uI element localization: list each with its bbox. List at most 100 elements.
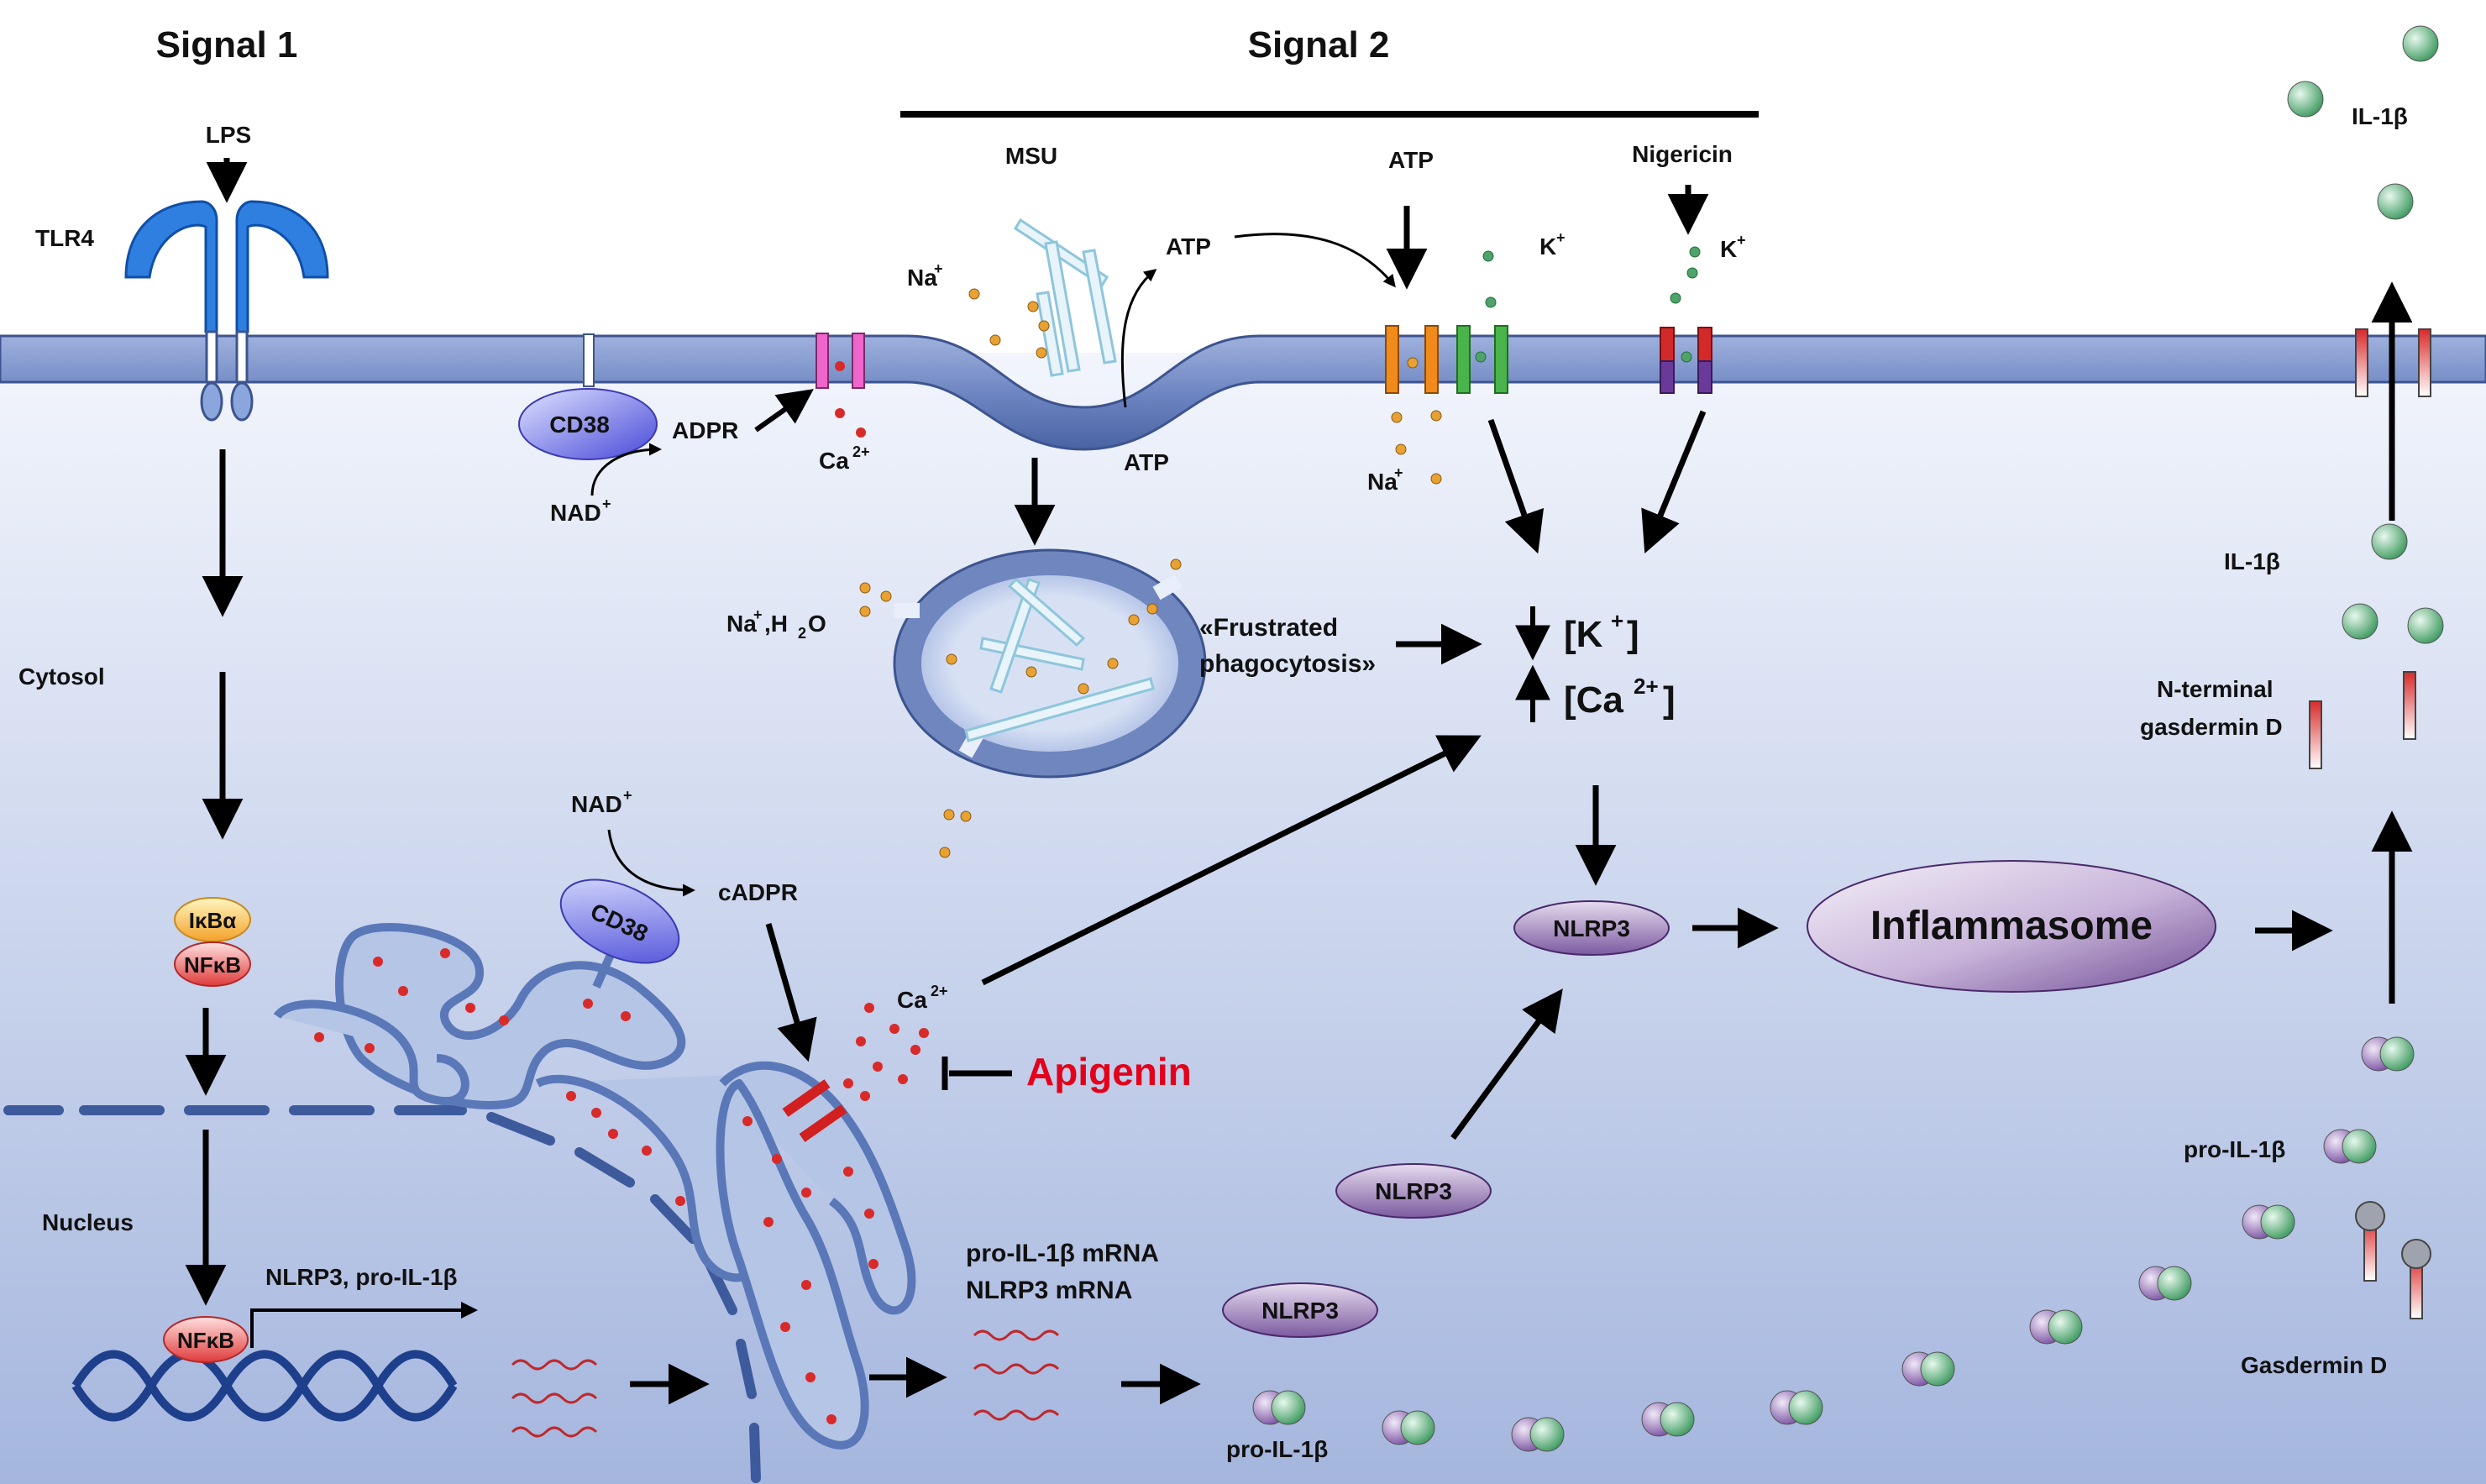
na-msu-sup: + [934, 260, 943, 277]
nad-er-label: NAD [571, 791, 622, 817]
ikba-label: IκBα [189, 908, 236, 933]
transcription-arrow [250, 1302, 478, 1348]
nigericin-label: Nigericin [1632, 141, 1733, 167]
inflammasome-complex [1807, 860, 2216, 993]
nucleus-label: Nucleus [42, 1209, 134, 1235]
lps-label: LPS [206, 122, 251, 148]
il1b-top-label: IL-1β [2352, 103, 2408, 129]
transcription-label: NLRP3, pro-IL-1β [265, 1264, 458, 1290]
n-terminal-gasdermin-icon [2309, 671, 2416, 769]
frustrated-label-1: «Frustrated [1199, 614, 1338, 642]
na-atp-sup: + [1394, 464, 1403, 481]
atp-release-arrow [1120, 269, 1157, 408]
nad-membrane-label: NAD [550, 500, 601, 526]
k-concentration-sup: + [1611, 608, 1623, 633]
h2o-o-label: O [808, 611, 826, 637]
p2x7-ion-channel-icon [1385, 325, 1508, 394]
cd38-membrane-stalk [583, 333, 595, 387]
nigericin-ion-channel-icon [1660, 327, 1712, 394]
apigenin-label: Apigenin [1026, 1050, 1192, 1093]
nlrp3-low-label: NLRP3 [1261, 1298, 1339, 1324]
tlr4-receptor-icon [124, 200, 329, 422]
nlrp3-top-protein [1513, 900, 1670, 956]
ca-concentration-close: ] [1663, 679, 1676, 721]
cd38-membrane-label: CD38 [549, 412, 610, 438]
cadpr-label: cADPR [718, 879, 798, 905]
ca-concentration-sup: 2+ [1634, 674, 1659, 699]
h2o-sub: 2 [798, 625, 806, 642]
nfkb-dna-protein [163, 1316, 249, 1363]
cd38-er-protein [559, 878, 680, 964]
h2o-label: ,H [764, 611, 788, 637]
cd38-membrane-protein [518, 388, 658, 460]
nad-membrane-arrow [590, 443, 662, 496]
trpm2-calcium-dots [835, 361, 866, 438]
na-atp-label: Na [1367, 469, 1398, 495]
k-concentration-label: [K [1564, 614, 1603, 655]
nfkb-label: NFκB [184, 952, 241, 978]
p2x7-to-ion-arrow [1487, 418, 1545, 554]
er-organelle-icon [273, 923, 916, 1450]
cadpr-arrow [607, 829, 695, 897]
phagosome-sodium-dots [859, 558, 1182, 858]
secreted-il1b-sphere-icon [2287, 25, 2439, 220]
pro-il1b-bottom-label: pro-IL-1β [1226, 1436, 1328, 1462]
mrna-wave-icon [511, 1359, 598, 1438]
nigericin-potassium-dots [1670, 246, 1701, 363]
nuclear-envelope [3, 1105, 761, 1483]
k-nig-label: K [1720, 236, 1737, 262]
mrna-label-2: NLRP3 mRNA [966, 1277, 1132, 1304]
k-atp-label: K [1539, 233, 1556, 260]
gasdermin-d-label: Gasdermin D [2241, 1352, 2387, 1378]
nad-er-sup: + [623, 787, 632, 804]
nfkb-dna-label: NFκB [177, 1328, 234, 1353]
pro-il1b-right-label: pro-IL-1β [2184, 1136, 2285, 1162]
ca-er-label: Ca [897, 987, 927, 1013]
nlrp3-mid-label: NLRP3 [1375, 1178, 1452, 1204]
tlr4-label: TLR4 [35, 225, 94, 251]
atp-top-label: ATP [1388, 147, 1434, 173]
adpr-label: ADPR [672, 417, 738, 443]
mrna-label-1: pro-IL-1β mRNA [966, 1240, 1159, 1267]
na-h2o-label: Na [726, 611, 757, 637]
msu-label: MSU [1005, 143, 1057, 169]
frustrated-label-2: phagocytosis» [1199, 650, 1376, 678]
dna-helix-icon [71, 1350, 458, 1422]
n-terminal-label-1: N-terminal [2157, 676, 2273, 702]
ca-membrane-label: Ca [819, 448, 849, 474]
gasdermin-pore-icon [2355, 1201, 2431, 1319]
nigericin-to-ion-arrow [1641, 410, 1707, 554]
n-terminal-label-2: gasdermin D [2140, 714, 2283, 740]
er-ca-to-ion-arrow [981, 735, 1482, 986]
mrna-translation-wave-icon [973, 1329, 1060, 1421]
p2x7-sodium-dots [1391, 357, 1442, 485]
p2x7-potassium-dots [1475, 250, 1497, 363]
nlrp3-low-protein [1222, 1282, 1378, 1338]
er-released-calcium [843, 1003, 929, 1101]
trpm2-ion-channel-icon [816, 333, 865, 389]
ca-er-sup: 2+ [931, 983, 948, 999]
er-ion-channel-icon [782, 1079, 847, 1142]
atp-to-p2x7-arrow [1234, 233, 1396, 288]
signal1-header: Signal 1 [156, 24, 298, 66]
nlrp3-activation-arrow [1450, 988, 1563, 1141]
nlrp3-mid-protein [1335, 1163, 1492, 1219]
k-nig-sup: + [1737, 232, 1746, 249]
atp-membrane-label: ATP [1124, 449, 1169, 475]
na-h2o-sup: + [753, 606, 763, 623]
nfkb-protein [174, 941, 251, 987]
ca-concentration-label: [Ca [1564, 679, 1623, 721]
il1b-sphere-icon [2342, 523, 2444, 644]
msu-sodium-dots [968, 288, 1050, 359]
k-atp-sup: + [1556, 229, 1566, 246]
phagosome-crystals [964, 577, 1155, 742]
er-calcium-dots [314, 948, 878, 1424]
plasma-membrane [0, 334, 2486, 451]
membrane-gasdermin-pore-icon [2355, 328, 2431, 397]
na-msu-label: Na [907, 265, 937, 291]
cytosol-label: Cytosol [18, 663, 105, 690]
ca-membrane-sup: 2+ [852, 443, 870, 460]
atp-released-label: ATP [1166, 233, 1211, 260]
